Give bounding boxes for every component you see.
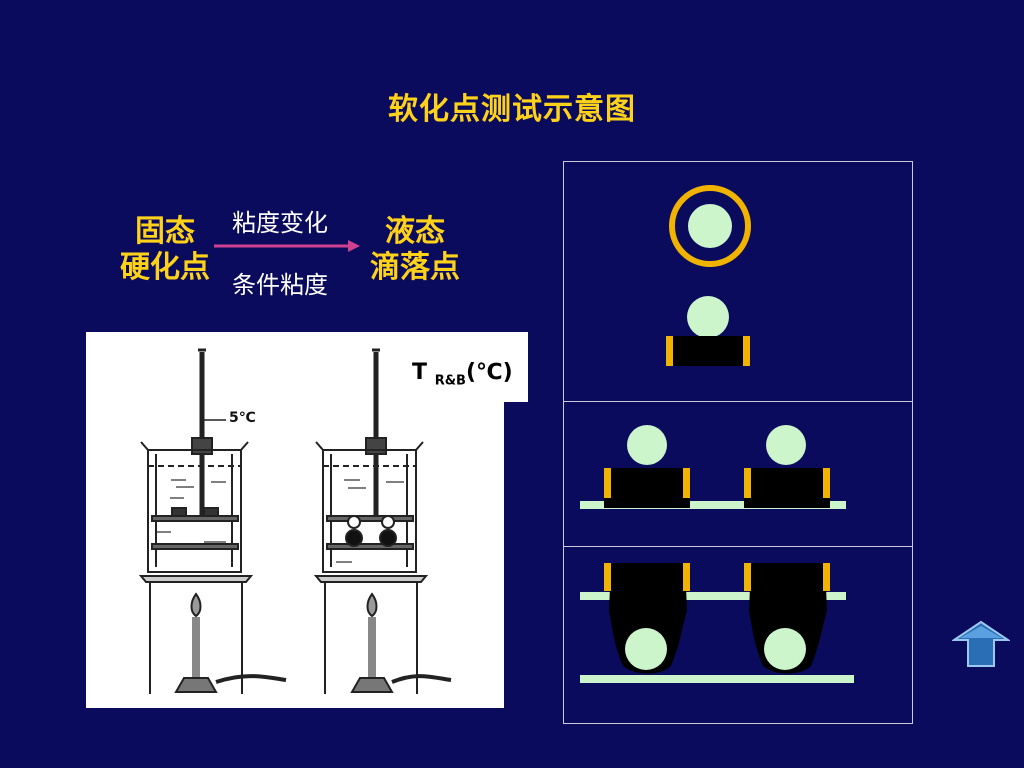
ball-icon xyxy=(627,425,667,465)
ring-ball-stages-panel xyxy=(563,161,913,724)
ring-outline-icon xyxy=(669,185,751,267)
liquid-state-label: 液态 滴落点 xyxy=(360,214,470,286)
stage-2-balls-on-rings xyxy=(580,425,846,509)
softening-temp-label: T R&B(℃) xyxy=(412,360,513,388)
bottom-plate xyxy=(580,675,854,683)
stage-divider xyxy=(563,546,913,547)
stage-divider xyxy=(563,401,913,402)
ball-icon xyxy=(687,296,729,338)
temperature-label-box: T R&B(℃) xyxy=(390,332,528,402)
stage-3-balls-dropped xyxy=(580,563,854,683)
solid-state-line1: 固态 xyxy=(135,214,195,249)
temp-unit: (℃) xyxy=(465,360,513,385)
ball-icon xyxy=(764,628,806,670)
temp-symbol: T xyxy=(412,360,428,385)
drop-point-line2: 滴落点 xyxy=(370,250,460,285)
ring-body xyxy=(666,336,750,366)
support-plate xyxy=(580,501,846,509)
thermometer-label: 5℃ xyxy=(229,410,256,426)
solid-state-label: 固态 硬化点 xyxy=(110,214,220,286)
stage-1-ring-and-ball xyxy=(666,185,751,366)
ring-and-ball-apparatus-drawing xyxy=(138,348,452,694)
conditional-viscosity-label: 条件粘度 xyxy=(232,271,328,299)
ball-icon xyxy=(688,204,732,248)
ball-icon xyxy=(766,425,806,465)
up-arrow-icon[interactable] xyxy=(952,620,1010,668)
liquid-state-line1: 液态 xyxy=(385,214,445,249)
support-plate xyxy=(580,592,846,600)
temp-subscript: R&B xyxy=(434,373,466,389)
ball-icon xyxy=(625,628,667,670)
viscosity-change-label: 粘度变化 xyxy=(232,209,328,237)
transition-arrow-icon xyxy=(214,240,360,252)
stages-drawing xyxy=(580,185,854,683)
hardening-point-line2: 硬化点 xyxy=(120,250,210,285)
slide-title: 软化点测试示意图 xyxy=(388,92,636,127)
